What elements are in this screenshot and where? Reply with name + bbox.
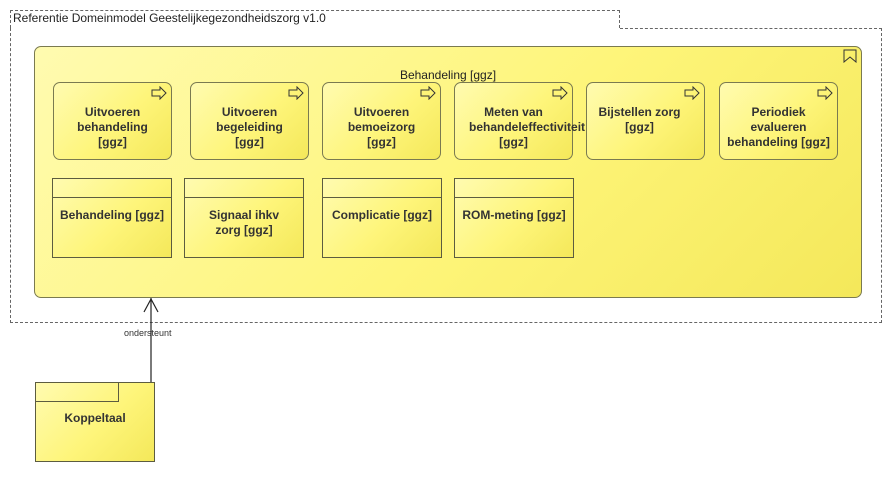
function-label: Behandeling [ggz]	[399, 68, 497, 82]
relation-label: ondersteunt	[124, 328, 172, 338]
process-periodiek-evalueren[interactable]: Periodiek evalueren behandeling [ggz]	[719, 82, 838, 160]
process-arrow-icon	[420, 86, 436, 100]
object-behandeling[interactable]: Behandeling [ggz]	[52, 178, 172, 258]
process-label: Bijstellen zorg [ggz]	[598, 105, 681, 134]
process-arrow-icon	[552, 86, 568, 100]
process-arrow-icon	[817, 86, 833, 100]
object-label: Behandeling [ggz]	[60, 208, 164, 222]
object-label: Signaal ihkv zorg [ggz]	[208, 208, 280, 237]
relation-ondersteunt[interactable]	[140, 296, 162, 384]
process-uitvoeren-behandeling[interactable]: Uitvoeren behandeling [ggz]	[53, 82, 172, 160]
process-arrow-icon	[288, 86, 304, 100]
process-label: Uitvoeren bemoeizorg [ggz]	[347, 105, 416, 149]
component-koppeltaal[interactable]	[35, 382, 155, 462]
process-meten-behandeleffectiviteit[interactable]: Meten van behandeleffectiviteit [ggz]	[454, 82, 586, 160]
process-label: Periodiek evalueren behandeling [ggz]	[727, 105, 830, 149]
bookmark-icon	[843, 49, 857, 63]
object-complicatie[interactable]: Complicatie [ggz]	[322, 178, 442, 258]
process-arrow-icon	[684, 86, 700, 100]
object-rom-meting[interactable]: ROM-meting [ggz]	[454, 178, 574, 258]
process-bijstellen-zorg[interactable]: Bijstellen zorg [ggz]	[586, 82, 705, 160]
view-title: Referentie Domeinmodel Geestelijkegezond…	[13, 11, 326, 25]
process-uitvoeren-bemoeizorg[interactable]: Uitvoeren bemoeizorg [ggz]	[322, 82, 441, 160]
process-arrow-icon	[151, 86, 167, 100]
view-frame-tab	[10, 10, 620, 28]
process-label: Meten van behandeleffectiviteit [ggz]	[469, 105, 586, 149]
component-label: Koppeltaal	[64, 411, 126, 425]
component-tab	[35, 382, 119, 402]
object-header	[455, 179, 573, 198]
view-frame-topline	[620, 28, 882, 29]
object-header	[185, 179, 303, 198]
process-label: Uitvoeren behandeling [ggz]	[77, 105, 148, 149]
process-label: Uitvoeren begeleiding [ggz]	[216, 105, 283, 149]
view-frame	[10, 28, 882, 323]
object-header	[53, 179, 171, 198]
process-uitvoeren-begeleiding[interactable]: Uitvoeren begeleiding [ggz]	[190, 82, 309, 160]
object-header	[323, 179, 441, 198]
object-label: ROM-meting [ggz]	[462, 208, 566, 222]
object-signaal[interactable]: Signaal ihkv zorg [ggz]	[184, 178, 304, 258]
object-label: Complicatie [ggz]	[331, 208, 432, 222]
